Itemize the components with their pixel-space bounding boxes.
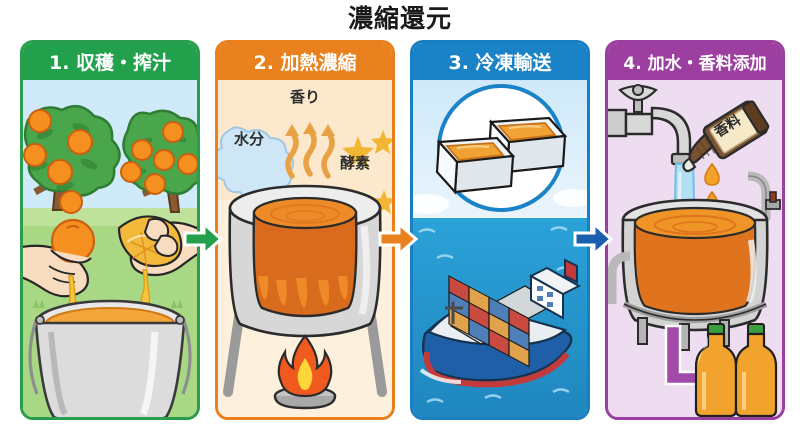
orange-fruit	[120, 121, 197, 195]
page-title: 濃縮還元	[347, 4, 452, 33]
orange-tree-left	[23, 104, 121, 214]
mixing-tank	[608, 171, 781, 351]
label-aroma: 香り	[290, 88, 321, 106]
arrow-step3-to-step4	[573, 222, 613, 256]
metal-bucket	[28, 299, 192, 417]
panel-4-scene: 香料	[608, 80, 782, 417]
panel-3-scene	[413, 80, 587, 417]
aroma-arrow-heads	[285, 122, 335, 136]
containers	[448, 275, 530, 368]
bottle-cap	[707, 323, 725, 335]
hand-squeezing-orange	[117, 215, 197, 307]
heating-pot	[223, 184, 387, 397]
panel-heat-concentration: 2. 加熱濃縮	[215, 40, 395, 420]
cloud	[413, 189, 587, 214]
ship-mast	[445, 302, 463, 324]
juice-bottle	[694, 323, 738, 417]
ship-bridge	[528, 258, 582, 320]
arrow-step1-to-step2	[183, 222, 223, 256]
juice-bottle	[734, 323, 778, 417]
frozen-concentrate-trays	[435, 84, 568, 212]
faucet-handle	[618, 84, 658, 113]
panel-harvest-juicing: 1. 収穫・搾汁	[20, 40, 200, 420]
panel-3-header: 3. 冷凍輸送	[413, 43, 587, 80]
ship-funnel	[564, 258, 578, 284]
flavoring-bottle	[682, 100, 770, 173]
label-enzyme: 酵素	[340, 154, 371, 172]
label-moisture: 水分	[234, 130, 265, 148]
orange-fruit	[23, 109, 93, 214]
aroma-arrows	[285, 127, 335, 179]
flame-burner	[273, 334, 337, 410]
tank-valve	[765, 191, 781, 210]
panel-2-scene: 水分 香り 酵素	[218, 80, 392, 417]
tank-pipe-left	[608, 251, 631, 304]
panel-water-flavor-addition: 4. 加水・香料添加	[605, 40, 785, 420]
arrow-step2-to-step3	[378, 222, 418, 256]
panel-1-scene	[23, 80, 197, 417]
container-ship	[419, 258, 582, 388]
panel-1-header: 1. 収穫・搾汁	[23, 43, 197, 80]
bottle-cap	[747, 323, 765, 335]
orange-tree-right	[120, 109, 197, 213]
bucket-handle-right	[181, 317, 192, 395]
bucket-handle-left	[28, 317, 39, 395]
panel-frozen-transport: 3. 冷凍輸送	[410, 40, 590, 420]
juice-bottles	[694, 323, 778, 417]
panel-4-header: 4. 加水・香料添加	[608, 43, 782, 80]
panel-2-header: 2. 加熱濃縮	[218, 43, 392, 80]
